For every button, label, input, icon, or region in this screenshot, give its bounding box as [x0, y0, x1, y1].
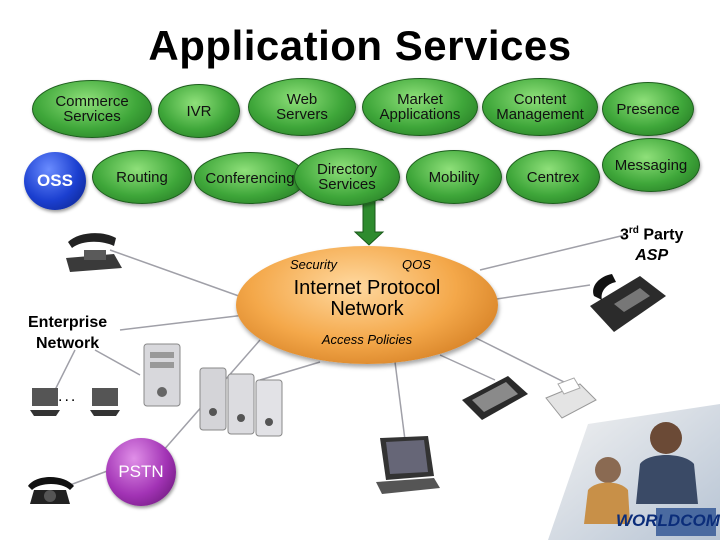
third-party-asp-label: 3rd Party ASP — [620, 220, 683, 266]
line-to-servers — [259, 361, 321, 381]
pc-icon-2 — [90, 388, 120, 416]
oss-node: OSS — [24, 152, 86, 210]
commerce-services-node: Commerce Services — [32, 80, 152, 138]
ip-network-label: Internet Protocol Network — [293, 277, 441, 320]
rotary-phone-icon — [28, 477, 74, 504]
ip-network-node: Security QOS Internet Protocol Network A… — [236, 246, 498, 364]
line-to-asp — [479, 234, 626, 271]
line-to-enterprise — [119, 314, 246, 331]
desk-phone-icon — [66, 233, 122, 272]
conferencing-node: Conferencing — [194, 152, 306, 204]
line-to-fax — [469, 334, 571, 386]
web-servers-node: Web Servers — [248, 78, 356, 136]
third-party-word: Party — [638, 226, 684, 244]
pc-icon-1 — [30, 388, 60, 416]
directory-services-node: Directory Services — [294, 148, 400, 206]
ip-phone-icon — [590, 274, 666, 332]
messaging-node: Messaging — [602, 138, 700, 192]
line-to-laptop — [394, 361, 406, 441]
security-label: Security — [290, 257, 337, 272]
enterprise-server-icon — [143, 343, 181, 407]
centrex-node: Centrex — [506, 150, 600, 204]
laptop-icon — [376, 436, 440, 494]
asp-label: ASP — [635, 247, 669, 265]
business-people-photo — [548, 404, 720, 540]
line-enterprise-server — [94, 349, 141, 376]
market-applications-node: Market Applications — [362, 78, 478, 136]
mobility-node: Mobility — [406, 150, 502, 204]
line-to-ip-phone — [489, 284, 591, 301]
pda-icon — [462, 376, 528, 420]
qos-label: QOS — [402, 257, 431, 272]
enterprise-network-label: Enterprise Network — [28, 314, 108, 352]
content-management-node: Content Management — [482, 78, 598, 136]
ellipsis-label: ... — [58, 388, 78, 405]
line-enterprise-pcs — [54, 349, 76, 391]
line-pstn-phone — [69, 469, 111, 486]
pstn-node: PSTN — [106, 438, 176, 506]
worldcom-logo: WORLDCOM — [616, 511, 720, 530]
page-title: Application Services — [148, 22, 572, 69]
access-policies-label: Access Policies — [321, 332, 413, 347]
third-party-sup: rd — [628, 225, 639, 236]
server-cluster-icon — [199, 367, 283, 437]
fax-machine-icon — [545, 377, 597, 419]
line-to-desk-phone — [109, 249, 251, 301]
third-party-prefix: 3 — [620, 226, 629, 244]
line-to-pda — [439, 354, 496, 381]
presence-node: Presence — [602, 82, 694, 136]
ivr-node: IVR — [158, 84, 240, 138]
routing-node: Routing — [92, 150, 192, 204]
